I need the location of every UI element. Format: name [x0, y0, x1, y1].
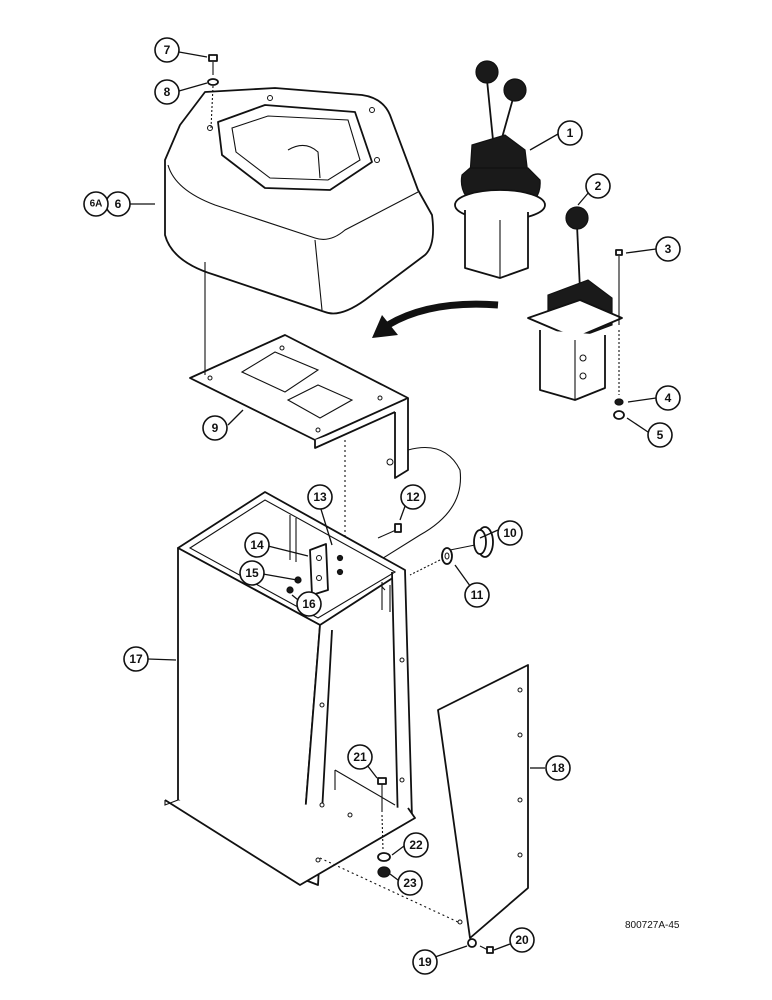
panel-screws [467, 938, 494, 954]
svg-text:6: 6 [115, 197, 122, 211]
callout-6a: 6A [83, 191, 109, 217]
console-top-cover [164, 87, 434, 315]
cable-bracket [286, 543, 344, 596]
single-lever-control-valve [527, 206, 623, 401]
callout-22: 22 [403, 832, 429, 858]
callout-11: 11 [464, 582, 490, 608]
svg-text:10: 10 [503, 526, 517, 540]
svg-text:18: 18 [551, 761, 565, 775]
svg-text:20: 20 [515, 933, 529, 947]
svg-text:3: 3 [665, 242, 672, 256]
svg-text:15: 15 [245, 566, 259, 580]
svg-text:23: 23 [403, 876, 417, 890]
callout-17: 17 [123, 646, 149, 672]
callout-3: 3 [655, 236, 681, 262]
callout-19: 19 [412, 949, 438, 975]
base-mounting-hardware [377, 777, 391, 878]
svg-text:12: 12 [406, 490, 420, 504]
console-base-box [164, 491, 416, 886]
bolt-12 [377, 523, 402, 539]
callout-14: 14 [244, 532, 270, 558]
callout-20: 20 [509, 927, 535, 953]
callout-23: 23 [397, 870, 423, 896]
svg-text:16: 16 [302, 597, 316, 611]
callout-16: 16 [296, 591, 322, 617]
callout-21: 21 [347, 744, 373, 770]
callout-13: 13 [307, 484, 333, 510]
callout-15: 15 [239, 560, 265, 586]
callout-8: 8 [154, 79, 180, 105]
callout-12: 12 [400, 484, 426, 510]
valve-mounting-plate [189, 262, 409, 545]
svg-text:19: 19 [418, 955, 432, 969]
svg-text:21: 21 [353, 750, 367, 764]
side-access-panel [319, 664, 529, 939]
twin-lever-control-valve [454, 60, 546, 279]
svg-text:1: 1 [567, 126, 574, 140]
svg-text:22: 22 [409, 838, 423, 852]
svg-text:5: 5 [657, 428, 664, 442]
svg-text:2: 2 [595, 179, 602, 193]
svg-text:17: 17 [129, 652, 143, 666]
svg-text:6A: 6A [90, 199, 103, 210]
svg-text:7: 7 [164, 43, 171, 57]
svg-text:4: 4 [665, 391, 672, 405]
callout-18: 18 [545, 755, 571, 781]
callout-1: 1 [557, 120, 583, 146]
callout-5: 5 [647, 422, 673, 448]
svg-text:13: 13 [313, 490, 327, 504]
assembly-direction-arrow [372, 300, 499, 338]
svg-text:14: 14 [250, 538, 264, 552]
svg-text:9: 9 [212, 421, 219, 435]
callout-9: 9 [202, 415, 228, 441]
svg-text:8: 8 [164, 85, 171, 99]
callout-7: 7 [154, 37, 180, 63]
valve-mounting-hardware [613, 249, 625, 420]
leader-lines [130, 51, 657, 959]
callout-4: 4 [655, 385, 681, 411]
drawing-reference-code: 800727A-45 [625, 920, 680, 931]
callout-2: 2 [585, 173, 611, 199]
svg-text:11: 11 [471, 588, 484, 602]
callout-6: 6 [105, 191, 131, 217]
callout-10: 10 [497, 520, 523, 546]
cover-screw [207, 54, 219, 129]
